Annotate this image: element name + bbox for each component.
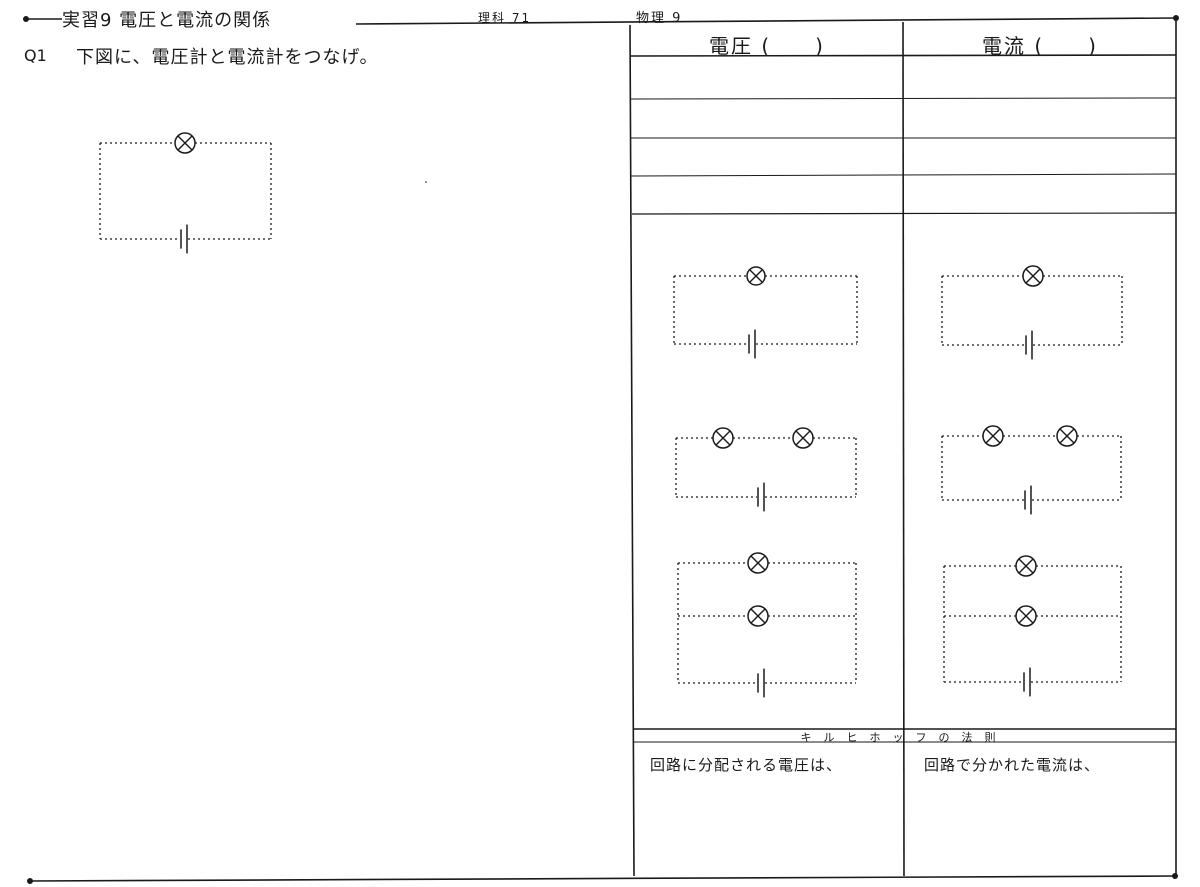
worksheet-title: 実習9 電圧と電流の関係 (62, 10, 272, 31)
lamp-symbol-icon (749, 269, 763, 283)
row-line-3 (630, 173, 1177, 177)
lamp-symbol-icon (1025, 268, 1041, 284)
row-line-4 (631, 212, 1177, 215)
lamp-symbol-icon (715, 430, 731, 446)
lamp-symbol-icon (177, 135, 193, 151)
corner-dot-tl (23, 16, 29, 22)
table-center-divider (902, 21, 905, 877)
lamp-symbol-icon (750, 555, 766, 571)
lamp-symbol-icon (1018, 558, 1034, 574)
lamp-symbol-icon (1018, 608, 1034, 624)
voltage-column-header: 電圧 ( ) (709, 34, 825, 58)
corner-dot-bl (27, 878, 33, 884)
current-column-header: 電流 ( ) (982, 34, 1098, 58)
question-number: Q1 (24, 46, 47, 65)
corner-dot-tr (1173, 15, 1179, 21)
current-rule-text: 回路で分かれた電流は、 (924, 756, 1101, 774)
voltage-rule-text: 回路に分配される電圧は、 (650, 756, 843, 774)
top-rule (355, 17, 1177, 25)
bottom-rule (29, 875, 1177, 882)
speck (425, 181, 427, 183)
lamp-symbol-icon (795, 430, 811, 446)
lamp-symbol-icon (1059, 428, 1075, 444)
table-left-border (629, 24, 635, 877)
row-line-1 (629, 97, 1177, 100)
lamp-symbol-icon (985, 428, 1001, 444)
corner-dot-br (1172, 873, 1178, 879)
header-row-line (629, 54, 1177, 57)
lamp-symbol-icon (750, 608, 766, 624)
class-code: 理科 71 (478, 11, 532, 25)
question-text: 下図に、電圧計と電流計をつなげ。 (76, 47, 379, 68)
kirchhoff-law-label: キルヒホッフの法則 (800, 731, 1008, 744)
